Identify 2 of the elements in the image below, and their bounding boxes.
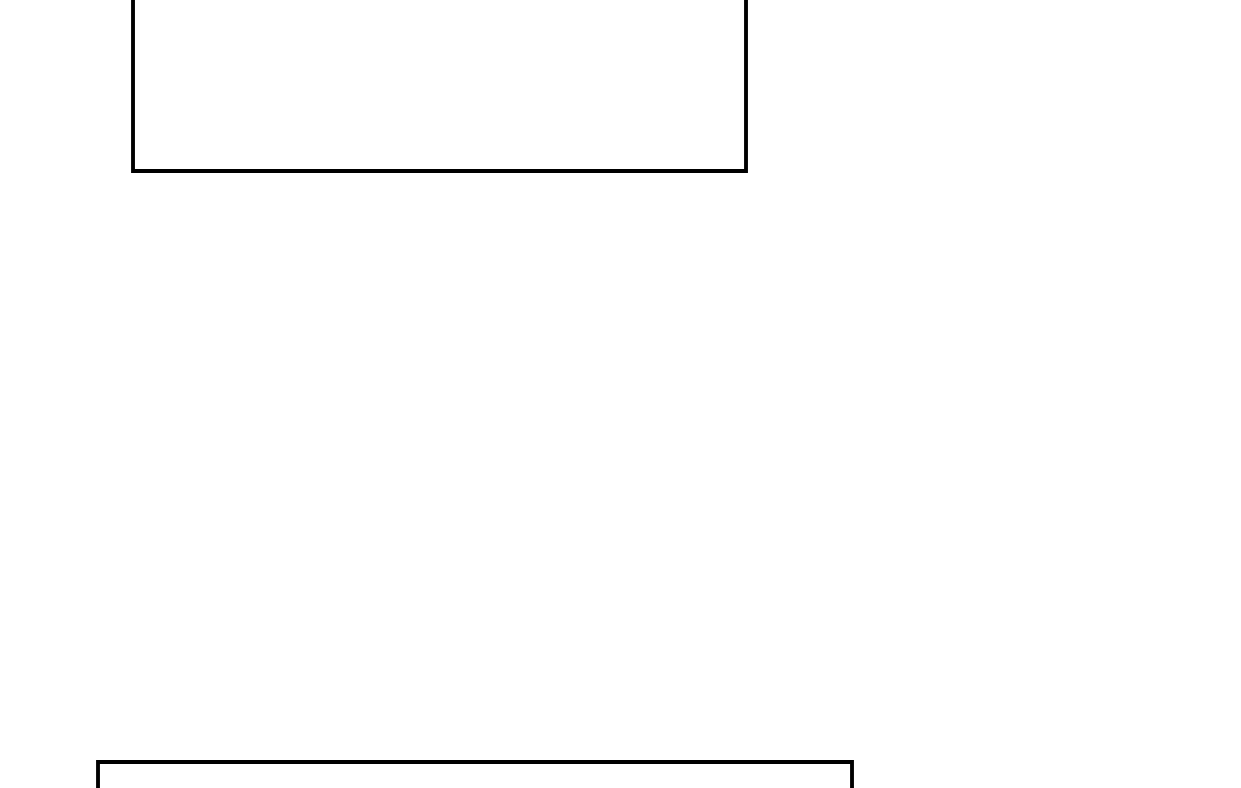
empty-box — [131, 0, 748, 173]
empty-box — [96, 760, 854, 788]
